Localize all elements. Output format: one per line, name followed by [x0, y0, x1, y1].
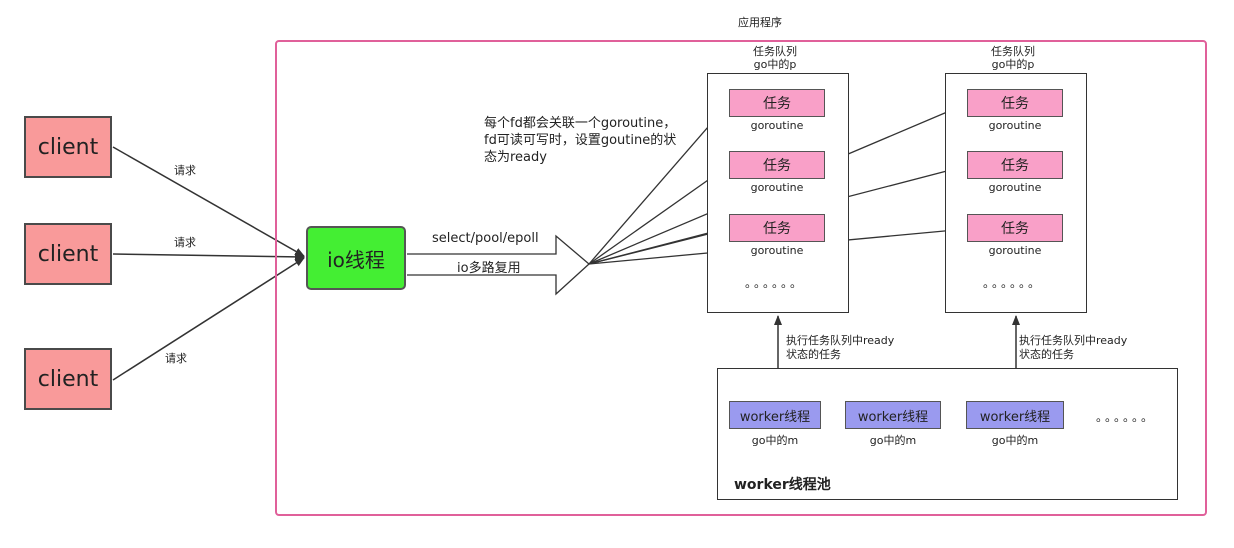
worker-pool-ellipsis: 。。。。。。 [1096, 410, 1157, 424]
request-label-1: 请求 [174, 164, 196, 177]
note-line-1: 每个fd都会关联一个goroutine， [484, 116, 677, 131]
client-1-arrow [112, 146, 305, 257]
note-text: 每个fd都会关联一个goroutine， fd可读可写时，设置goutine的状… [484, 115, 676, 166]
goroutine-label: goroutine [988, 244, 1042, 257]
queue-1-title-line1: 任务队列 [753, 45, 797, 58]
exec-label-2-line1: 执行任务队列中ready [1019, 334, 1128, 347]
goroutine-label: goroutine [750, 119, 804, 132]
note-line-2: fd可读可写时，设置goutine的状 [484, 133, 677, 148]
task-box: 任务 [967, 214, 1063, 242]
worker-thread-3: worker线程 [966, 401, 1064, 429]
worker-thread-2: worker线程 [845, 401, 941, 429]
client-box-3: client [24, 348, 112, 410]
mux-label-bottom: io多路复用 [457, 261, 521, 276]
goroutine-label: goroutine [750, 244, 804, 257]
goroutine-label: goroutine [988, 119, 1042, 132]
client-box-2: client [24, 223, 112, 285]
queue-2-title-line2: go中的p [991, 58, 1035, 71]
app-title: 应用程序 [738, 16, 782, 29]
queue-1-ellipsis: 。。。。。。 [745, 276, 806, 290]
fanout-arrow-1 [588, 103, 729, 265]
worker-3-sub: go中的m [991, 434, 1039, 447]
mux-label-top: select/pool/epoll [432, 231, 539, 246]
exec-label-1-line2: 状态的任务 [786, 348, 841, 361]
queue-1-title: 任务队列 go中的p [725, 45, 825, 71]
worker-thread-1: worker线程 [729, 401, 821, 429]
io-thread-box: io线程 [306, 226, 406, 290]
queue-2-title: 任务队列 go中的p [963, 45, 1063, 71]
goroutine-label: goroutine [750, 181, 804, 194]
queue-2-title-line1: 任务队列 [991, 45, 1035, 58]
request-label-3: 请求 [165, 352, 187, 365]
worker-1-sub: go中的m [751, 434, 799, 447]
queue-1-title-line2: go中的p [753, 58, 797, 71]
worker-2-sub: go中的m [869, 434, 917, 447]
queue-2-ellipsis: 。。。。。。 [983, 276, 1044, 290]
exec-label-1-line1: 执行任务队列中ready [786, 334, 895, 347]
worker-pool-title: worker线程池 [734, 477, 831, 493]
worker-pool-box [717, 368, 1178, 500]
task-box: 任务 [967, 151, 1063, 179]
goroutine-label: goroutine [988, 181, 1042, 194]
client-box-1: client [24, 116, 112, 178]
task-box: 任务 [729, 214, 825, 242]
client-3-arrow [112, 257, 305, 381]
task-box: 任务 [729, 89, 825, 117]
request-label-2: 请求 [174, 236, 196, 249]
task-box: 任务 [967, 89, 1063, 117]
application-frame [275, 40, 1207, 516]
exec-label-2: 执行任务队列中ready 状态的任务 [1019, 334, 1127, 362]
fanout-arrow-2 [588, 165, 729, 265]
exec-label-1: 执行任务队列中ready 状态的任务 [786, 334, 894, 362]
exec-label-2-line2: 状态的任务 [1019, 348, 1074, 361]
note-line-3: 态为ready [484, 150, 547, 165]
task-box: 任务 [729, 151, 825, 179]
client-2-arrow [112, 252, 305, 261]
